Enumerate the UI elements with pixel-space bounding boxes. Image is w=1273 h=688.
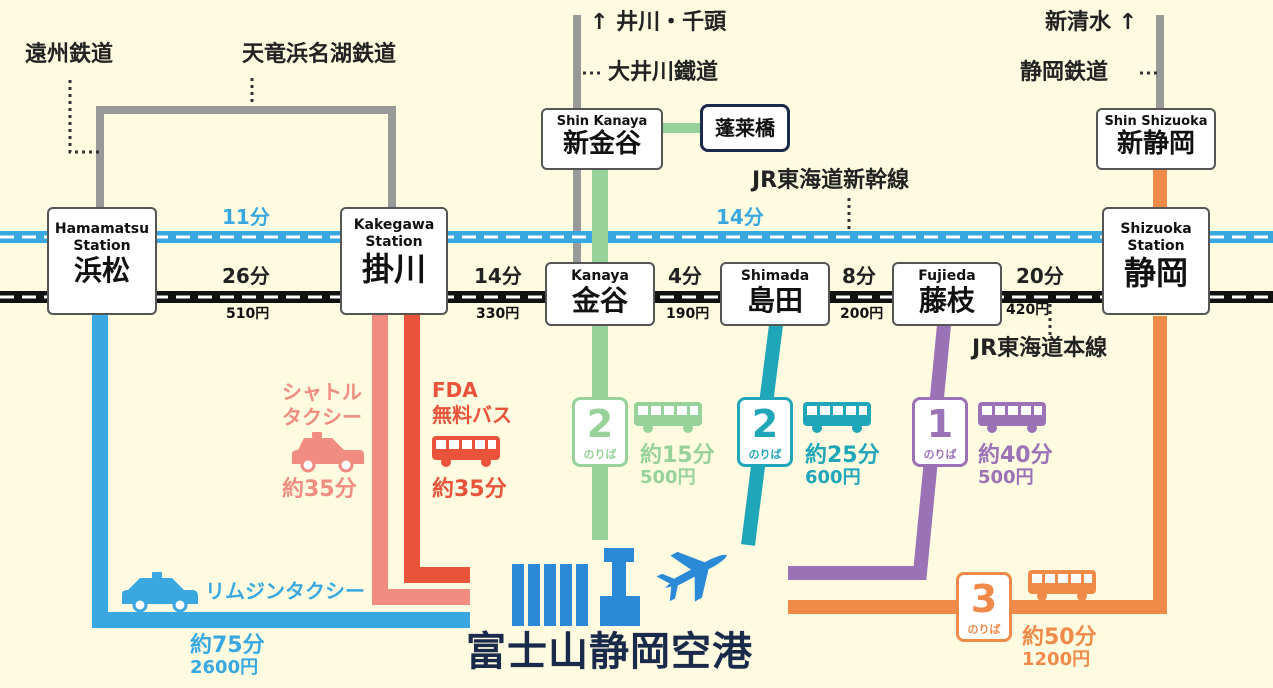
station-shinkanaya[interactable]: Shin Kanaya 新金谷 [541,108,663,170]
station-horaibashi[interactable]: 蓬莱橋 [700,104,790,152]
limo-taxi-route [92,312,470,628]
station-name-en: Shizuoka Station [1120,221,1192,254]
shuttle-taxi-label: シャトル タクシー [282,380,362,429]
station-name-ja: 浜松 [73,253,130,287]
bus-icon [1028,570,1096,601]
bus-icon [978,402,1046,433]
fda-bus-time: 約35分 [432,477,507,502]
airport-building-icon [512,548,640,626]
honsen-label: JR東海道本線 [972,336,1108,361]
shinkansen-time-kakegawa-shizuoka: 14分 [716,205,764,229]
station-name-ja: 金谷 [571,283,628,317]
station-name-en: Shimada [740,268,810,284]
segment-time: 8分 [842,264,876,288]
fda-bus-label: FDA 無料バス [432,378,512,427]
shinkansen-label: JR東海道新幹線 [752,168,910,193]
tenhama-railway-label: 天竜浜名湖鉄道 [242,42,397,67]
limo-taxi-info: 約75分 2600円 [190,633,265,679]
shuttle-taxi-time: 約35分 [282,477,357,502]
station-name-en: Shin Shizuoka [1104,114,1208,129]
platform-badge: 2 のりば [572,397,628,467]
leader-lines [68,71,1158,338]
station-name-ja: 新静岡 [1116,128,1195,159]
enshu-railway-label: 遠州鉄道 [25,42,114,67]
segment-time: 20分 [1016,264,1064,288]
segment-fare: 330円 [476,306,520,322]
enshu-tenhama-line [96,106,396,212]
platform-badge: 3 のりば [956,572,1012,642]
segment-fare: 510円 [226,306,270,322]
station-name-en: Kakegawa Station [353,217,435,250]
station-name-en: Shin Kanaya [556,114,648,129]
airplane-icon [656,551,727,602]
shinshimizu-label: 新清水 ↑ [1045,10,1138,35]
station-name-ja: 藤枝 [918,283,975,317]
fda-bus-route [404,312,470,583]
kanaya-bus-info: 約15分 500円 [640,443,715,489]
station-name-en: Hamamatsu Station [54,221,150,254]
segment-fare: 190円 [666,306,710,322]
station-name-ja: 新金谷 [562,128,641,159]
segment-fare: 420円 [1006,302,1050,318]
station-name-ja: 島田 [746,283,803,317]
shizutetsu-label: 静岡鉄道 [1020,60,1109,85]
station-shizuoka[interactable]: Shizuoka Station 静岡 [1102,207,1210,315]
station-shinshizuoka[interactable]: Shin Shizuoka 新静岡 [1096,108,1216,170]
shuttle-taxi-route [372,312,470,605]
segment-time: 4分 [668,264,702,288]
station-name-ja: 静岡 [1123,253,1188,292]
bus-icon [432,436,500,467]
oigawa-destination-label: ↑ 井川・千頭 [590,10,727,35]
station-shimada[interactable]: Shimada 島田 [720,262,830,326]
station-name-ja: 掛川 [361,249,426,288]
station-kanaya[interactable]: Kanaya 金谷 [545,262,655,326]
segment-time: 26分 [222,264,270,288]
limo-taxi-label: リムジンタクシー [205,579,365,603]
taxi-icon [292,432,364,473]
taxi-icon [122,572,198,613]
oigawa-railway-label: 大井川鐵道 [608,60,719,85]
station-name-en: Kanaya [571,268,629,284]
airport-name: 富士山静岡空港 [466,629,753,675]
station-name-en: Fujieda [918,268,976,284]
bus-icon [634,402,702,433]
station-hamamatsu[interactable]: Hamamatsu Station 浜松 [47,207,157,315]
platform-badge: 1 のりば [912,397,968,467]
segment-time: 14分 [474,264,522,288]
shinkansen-time-hamamatsu-kakegawa: 11分 [222,205,270,229]
station-name-ja: 蓬莱橋 [715,116,775,140]
bus-icon [803,402,871,433]
segment-fare: 200円 [840,306,884,322]
fujieda-bus-info: 約40分 500円 [978,443,1053,489]
platform-badge: 2 のりば [737,397,793,467]
station-kakegawa[interactable]: Kakegawa Station 掛川 [340,207,448,315]
shimada-bus-info: 約25分 600円 [805,443,880,489]
station-fujieda[interactable]: Fujieda 藤枝 [892,262,1002,326]
shizuoka-bus-route [788,316,1167,614]
shizuoka-bus-info: 約50分 1200円 [1022,625,1097,671]
